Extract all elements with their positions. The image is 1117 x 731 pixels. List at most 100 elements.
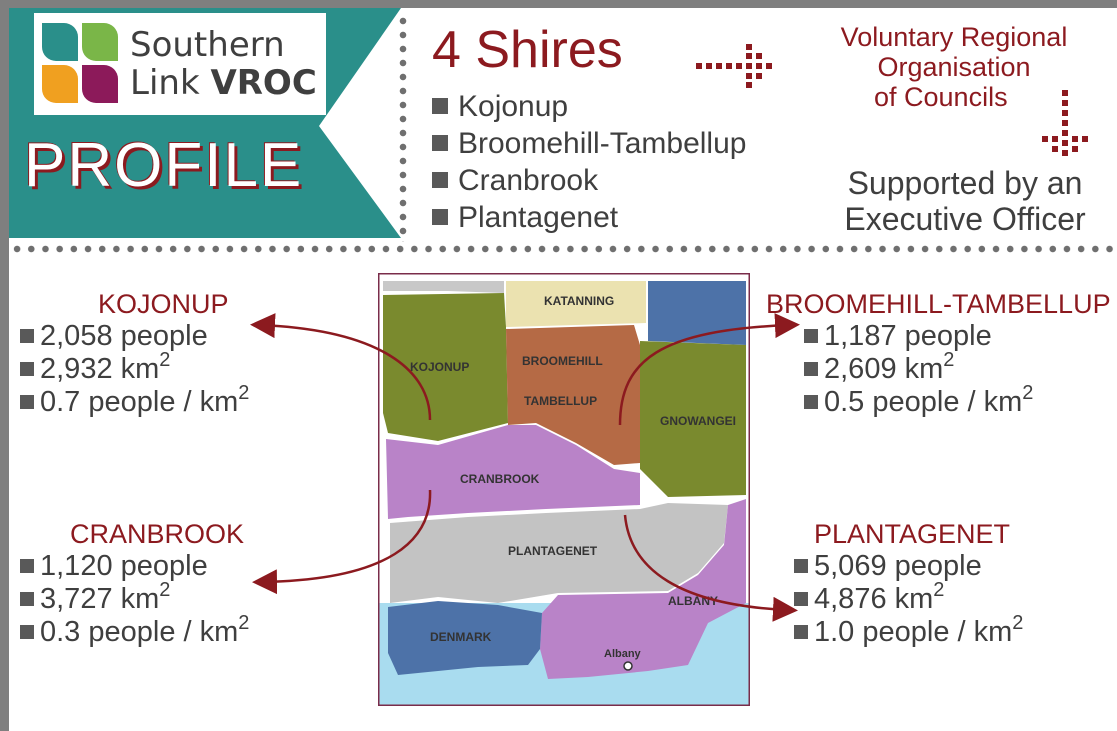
support-line: Supported by an [847,165,1083,201]
map-label-albany-region: ALBANY [668,594,718,608]
bullet-square-icon [804,329,818,343]
bullet-square-icon [794,559,808,573]
logo-word-link: Link [130,63,211,103]
map-label-albany-city: Albany [604,648,642,660]
region-map: KATANNING KOJONUP BROOMEHILL TAMBELLUP G… [378,273,750,706]
map-label-katanning: KATANNING [544,294,614,308]
stats-value: 0.7 people / km [40,386,239,418]
map-label-cranbrook: CRANBROOK [460,472,540,486]
logo-word-southern: Southern [130,25,285,65]
stats-area: 2,932 km2 [20,350,249,386]
superscript-exponent: 2 [943,349,955,371]
bullet-square-icon [432,209,448,225]
bullet-square-icon [20,592,34,606]
shire-item: Kojonup [432,88,746,125]
stats-area: 3,727 km2 [20,580,249,616]
dotted-divider-vertical [398,14,408,242]
vroc-line: Organisation [877,52,1031,82]
albany-city-marker [623,661,633,671]
vroc-line: of Councils [874,82,1008,112]
stats-area: 2,609 km2 [766,350,1111,386]
bullet-square-icon [20,362,34,376]
superscript-exponent: 2 [159,349,171,371]
stats-value: 0.3 people / km [40,616,239,648]
stats-density: 1.0 people / km2 [794,613,1023,649]
map-label-kojonup: KOJONUP [410,360,469,374]
map-label-gnowangerup: GNOWANGEI [660,414,736,428]
stats-title: BROOMEHILL-TAMBELLUP [766,289,1111,319]
stats-value: 2,932 km [40,353,160,385]
stats-value: 2,058 people [40,320,208,352]
superscript-exponent: 2 [933,579,945,601]
bullet-square-icon [804,362,818,376]
stats-broomehill-tambellup: BROOMEHILL-TAMBELLUP 1,187 people 2,609 … [766,288,1111,419]
stats-kojonup: KOJONUP 2,058 people 2,932 km2 0.7 peopl… [20,288,249,419]
map-region-denmark [388,601,542,675]
superscript-exponent: 2 [159,579,171,601]
stats-value: 2,609 km [824,353,944,385]
map-region-albany [540,499,746,679]
map-region-northwest [383,281,504,293]
map-label-plantagenet: PLANTAGENET [508,544,598,558]
logo-word-link-vroc: Link VROC [130,65,317,101]
superscript-exponent: 2 [1022,382,1034,404]
stats-value: 3,727 km [40,583,160,615]
stats-cranbrook: CRANBROOK 1,120 people 3,727 km2 0.3 peo… [20,518,249,649]
bullet-square-icon [20,559,34,573]
stats-value: 4,876 km [814,583,934,615]
map-region-broomehill-tambellup [506,325,640,465]
bullet-square-icon [20,625,34,639]
southern-link-logo: Southern Link VROC [34,13,326,115]
stats-density: 0.3 people / km2 [20,613,249,649]
stats-value: 1,187 people [824,320,992,352]
stats-value: 5,069 people [814,550,982,582]
stats-density: 0.5 people / km2 [766,383,1111,419]
map-label-tambellup: TAMBELLUP [524,394,597,408]
stats-title: CRANBROOK [70,519,245,549]
bullet-square-icon [432,135,448,151]
superscript-exponent: 2 [238,612,250,634]
stats-density: 0.7 people / km2 [20,383,249,419]
logo-square-teal [42,23,78,61]
frame-top-border [0,0,1117,8]
stats-area: 4,876 km2 [794,580,1023,616]
map-region-northeast [648,281,746,345]
logo-square-green [82,23,118,61]
stats-value: 1.0 people / km [814,616,1013,648]
stats-people: 1,120 people [20,550,249,583]
bullet-square-icon [432,98,448,114]
shire-item-label: Kojonup [458,90,569,123]
map-label-denmark: DENMARK [430,630,492,644]
map-region-cranbrook [386,425,640,519]
superscript-exponent: 2 [238,382,250,404]
frame-left-border [0,0,9,731]
vroc-line: Voluntary Regional [840,22,1068,52]
bullet-square-icon [20,395,34,409]
stats-people: 2,058 people [20,320,249,353]
shire-item: Cranbrook [432,162,746,199]
bullet-square-icon [794,592,808,606]
stats-title: KOJONUP [98,289,229,319]
shire-item-label: Plantagenet [458,201,619,234]
stats-value: 0.5 people / km [824,386,1023,418]
shire-item-label: Broomehill-Tambellup [458,127,747,160]
vroc-definition: Voluntary Regional Organisation of Counc… [804,22,1104,112]
dotted-arrow-right-icon [696,44,772,88]
shire-item-label: Cranbrook [458,164,599,197]
logo-square-maroon [82,65,118,103]
shire-item: Broomehill-Tambellup [432,125,746,162]
bullet-square-icon [794,625,808,639]
logo-word-vroc: VROC [210,63,317,103]
stats-value: 1,120 people [40,550,208,582]
stats-plantagenet: PLANTAGENET 5,069 people 4,876 km2 1.0 p… [794,518,1023,649]
bullet-square-icon [804,395,818,409]
bullet-square-icon [20,329,34,343]
profile-title: PROFILE [24,131,304,200]
dotted-arrow-down-icon [1042,90,1088,156]
stats-title: PLANTAGENET [814,519,1011,549]
stats-people: 5,069 people [794,550,1023,583]
superscript-exponent: 2 [1012,612,1024,634]
shire-list: Kojonup Broomehill-Tambellup Cranbrook P… [432,88,746,236]
shires-title: 4 Shires [432,21,623,79]
support-note: Supported by an Executive Officer [820,165,1110,237]
